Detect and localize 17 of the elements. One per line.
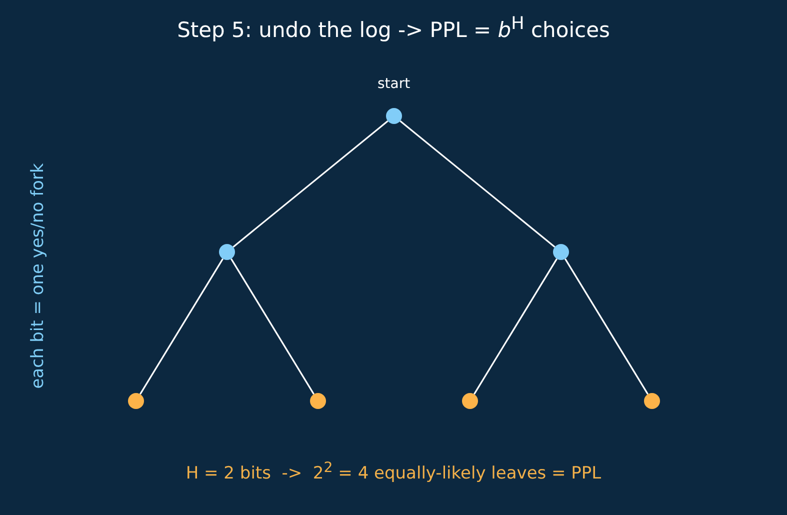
node-caption: start [378, 76, 410, 92]
tree-node-circle [462, 393, 478, 409]
axis-note: each bit = one yes/no fork [28, 163, 48, 389]
tree-node-circle [219, 244, 235, 260]
tree-node-circle [553, 244, 569, 260]
tree-branch-line [139, 258, 224, 395]
tree-node-circle [644, 393, 660, 409]
tree-node-circle [310, 393, 326, 409]
summary-note: H = 2 bits -> 2$^{2}$ = 4 equally-likely leaves = PPL [184, 460, 602, 484]
tree-branch-line [230, 258, 315, 395]
tree-branch-line [473, 258, 558, 395]
tree-branch-line [232, 120, 388, 248]
tree-node-circle [386, 108, 402, 124]
tree-branch-line [400, 120, 556, 248]
tree-node-circle [128, 393, 144, 409]
diagram-title: Step 5: undo the log -> PPL = b$^{H}$ choices [176, 14, 611, 42]
tree-branch-line [564, 258, 649, 395]
